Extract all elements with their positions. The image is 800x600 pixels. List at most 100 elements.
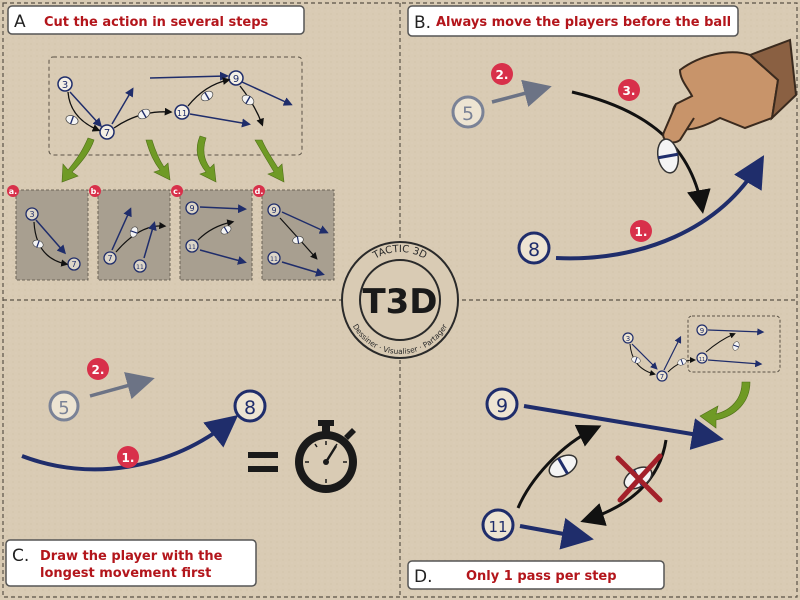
run-11: [281, 261, 325, 277]
panel-c: 5 2. 8 1.: [5, 358, 357, 587]
step-panels: a. b. c. d. 3 7 7 11 9: [7, 185, 335, 281]
panel-d-title: Only 1 pass per step: [466, 569, 617, 584]
step-badge-1: [630, 220, 652, 242]
player-7-token: [103, 251, 117, 265]
step-badge-d: [253, 185, 265, 197]
run-5: [491, 79, 552, 107]
run-7: [111, 87, 134, 125]
panel-d: 3 7 11 9 9 11: [407, 315, 781, 590]
run-11: [189, 113, 251, 128]
panel-b-title: Always move the players before the ball: [436, 15, 731, 30]
logo-mark: T3D: [362, 282, 437, 322]
panel-a-title-box: [7, 5, 305, 35]
step-label-2: 2.: [92, 363, 105, 377]
player-5-token: [48, 390, 80, 422]
run-11: [707, 359, 763, 368]
mini-frame: [687, 315, 781, 373]
pass-9: [239, 85, 264, 127]
player-11-token: [481, 508, 515, 542]
player-3-number: 3: [29, 210, 34, 219]
player-11-number: 11: [270, 256, 278, 263]
hand-icon: [662, 38, 798, 144]
ball-icon: [656, 138, 680, 174]
pass-7-to-11: [115, 222, 167, 253]
panel-b-letter: B.: [414, 13, 431, 33]
player-8-token: [517, 231, 551, 265]
panel-d-title-box: [407, 560, 665, 590]
run-8: [555, 155, 765, 261]
player-11-number: 11: [188, 244, 196, 251]
player-9-number: 9: [189, 204, 194, 213]
player-8-number: 8: [244, 397, 256, 419]
pass-3-to-7: [33, 221, 69, 267]
player-5-number: 5: [58, 398, 69, 419]
green-arrow-icon: [145, 139, 171, 181]
player-5-token: [451, 95, 485, 129]
pass-11-to-9: [187, 77, 231, 107]
player-11-number: 11: [699, 357, 705, 363]
step-label-a: a.: [9, 187, 17, 196]
run-9: [241, 81, 293, 106]
step-badge-2: [87, 358, 109, 380]
green-arrow-icon: [196, 135, 217, 183]
player-11-token: [696, 352, 708, 364]
cross-out-icon: [615, 453, 663, 503]
overview-frame: [48, 56, 303, 156]
step-badge-a: [7, 185, 19, 197]
step-badge-c: [171, 185, 183, 197]
stopwatch-icon: [295, 420, 357, 493]
step-label-2: 2.: [496, 68, 509, 82]
run-5: [89, 372, 155, 400]
player-7-token: [99, 124, 115, 140]
player-11-number: 11: [136, 264, 144, 271]
forbidden-second-pass: [580, 439, 668, 526]
run-7: [111, 207, 132, 251]
step-label-1: 1.: [635, 225, 648, 239]
player-9-token: [485, 387, 519, 421]
player-9-token: [185, 201, 199, 215]
step-label-1: 1.: [122, 451, 135, 465]
pass-11-to-9: [197, 219, 235, 241]
tactic3d-logo: TACTIC 3D Dessiner · Visualiser · Partag…: [341, 241, 459, 359]
step-label-c: c.: [173, 187, 181, 196]
player-8-number: 8: [528, 239, 540, 261]
player-3-token: [57, 76, 73, 92]
player-7-number: 7: [104, 128, 110, 139]
run-9: [199, 204, 247, 214]
player-7-number: 7: [660, 373, 664, 381]
logo-inner-ring: [359, 259, 441, 341]
run-11: [519, 517, 594, 550]
logo-outer-ring: [341, 241, 459, 359]
player-9-number: 9: [233, 74, 239, 85]
run-9: [281, 211, 329, 234]
panel-c-letter: C.: [12, 546, 29, 566]
player-11-token: [133, 259, 147, 273]
step-badge-2: [491, 63, 513, 85]
pass-arc: [571, 90, 711, 214]
player-9-token: [696, 324, 708, 336]
player-9-number: 9: [496, 395, 508, 417]
player-9-number: 9: [700, 327, 704, 335]
player-9-token: [267, 203, 281, 217]
green-arrow-icon: [61, 137, 95, 183]
run-11: [143, 221, 157, 259]
step-label-b: b.: [91, 187, 100, 196]
panel-c-title-line1: Draw the player with the: [40, 549, 223, 564]
player-8-token: [233, 389, 267, 423]
player-7-token: [656, 370, 668, 382]
panel-b: B. Always move the players before the ba…: [407, 5, 798, 265]
equals-icon: [248, 452, 278, 472]
run-11: [199, 249, 247, 265]
panel-c-title-line2: longest movement first: [40, 566, 211, 581]
run-9: [707, 328, 765, 336]
player-7-number: 7: [107, 254, 112, 263]
panel-d-letter: D.: [414, 567, 433, 587]
panel-a-title: Cut the action in several steps: [44, 15, 269, 30]
step-badge-3: [618, 79, 640, 101]
panel-c-title-box: [5, 539, 257, 587]
run-3: [631, 343, 658, 370]
player-11-number: 11: [488, 518, 507, 536]
player-9-number: 9: [271, 206, 276, 215]
player-7-number: 7: [71, 260, 76, 269]
